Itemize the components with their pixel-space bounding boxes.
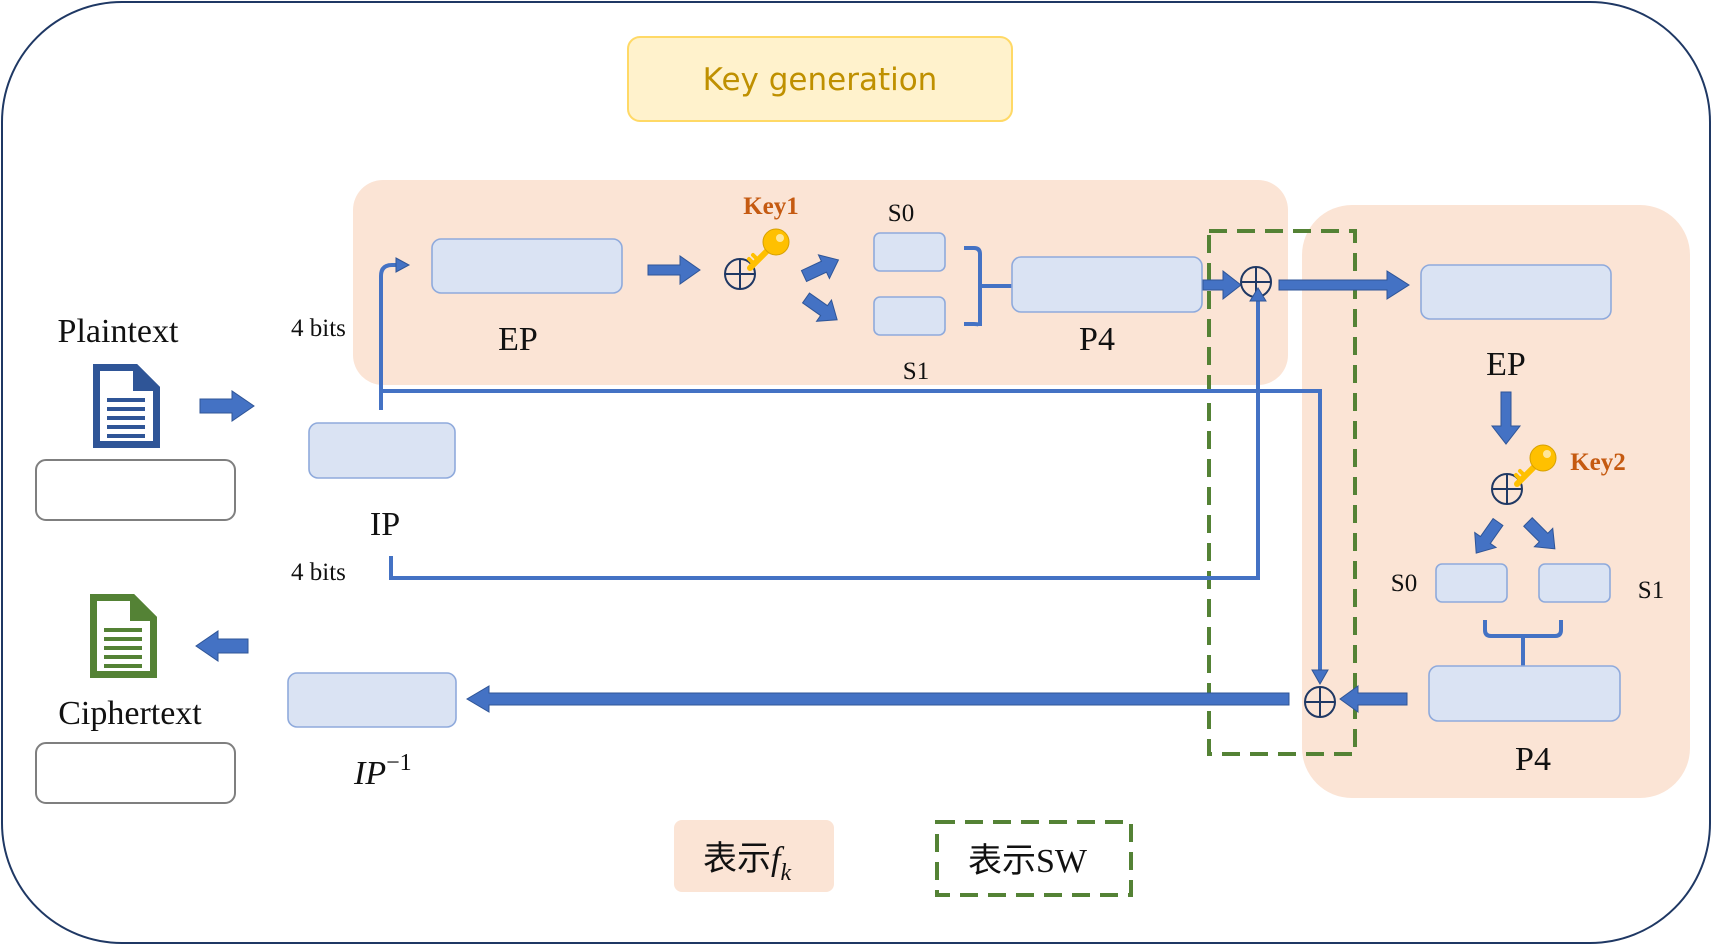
ip-bottom-half-to-xor2-path bbox=[389, 297, 1260, 580]
xor2-input-arrowhead bbox=[1249, 287, 1267, 302]
xor-icon bbox=[1304, 686, 1336, 718]
ep-box-round1[interactable] bbox=[431, 238, 623, 294]
s1-box-round2[interactable] bbox=[1538, 563, 1611, 603]
s1-label-round1: S1 bbox=[903, 358, 929, 385]
xor-icon bbox=[1491, 473, 1523, 505]
arrow-p4-to-xor4 bbox=[1339, 685, 1408, 713]
bits-top-label: 4 bits bbox=[291, 315, 346, 342]
ep-box-round2[interactable] bbox=[1420, 264, 1612, 320]
key-generation-box[interactable]: Key generation bbox=[627, 36, 1013, 122]
p4-box-round1[interactable] bbox=[1011, 256, 1203, 313]
bits-bottom-label: 4 bits bbox=[291, 559, 346, 586]
s0-box-round1[interactable] bbox=[873, 232, 946, 272]
fk-region-round2 bbox=[1302, 205, 1690, 798]
s-box-bracket-round1 bbox=[964, 246, 982, 327]
plaintext-arrow bbox=[199, 390, 255, 422]
arrow-xor3-to-s1 bbox=[1523, 517, 1556, 550]
s1-box-round1[interactable] bbox=[873, 296, 946, 336]
fk-region-round1 bbox=[353, 180, 1288, 385]
key1-label: Key1 bbox=[743, 193, 799, 220]
p4-label-round2: P4 bbox=[1515, 741, 1551, 778]
ip-inverse-box[interactable] bbox=[287, 672, 457, 728]
ip-box[interactable] bbox=[308, 422, 456, 479]
ciphertext-arrow bbox=[195, 630, 249, 662]
s1-label-round2: S1 bbox=[1638, 577, 1664, 604]
arrow-xor1-to-s1 bbox=[801, 292, 838, 322]
arrow-xor1-to-s0 bbox=[800, 254, 840, 283]
key-generation-label: Key generation bbox=[703, 62, 938, 98]
arrow-ep-to-xor1 bbox=[647, 255, 701, 285]
legend-sw-label: 表示SW bbox=[968, 842, 1088, 880]
arrow-p4-to-xor2 bbox=[1202, 269, 1242, 301]
arrow-to-ep-round2 bbox=[1278, 270, 1410, 300]
sw-region bbox=[1207, 229, 1357, 756]
ep-label-round2: EP bbox=[1486, 346, 1526, 383]
ip-label: IP bbox=[370, 506, 400, 543]
plaintext-input[interactable] bbox=[35, 459, 236, 521]
ip-right-half-arrowhead bbox=[1311, 669, 1329, 686]
arrow-xor3-to-s0 bbox=[1474, 517, 1504, 554]
s0-label-round1: S0 bbox=[888, 200, 914, 227]
p4-box-round2[interactable] bbox=[1428, 665, 1621, 722]
ip-right-half-to-round1-path bbox=[381, 389, 1322, 672]
document-icon bbox=[93, 364, 160, 448]
p4-label-round1: P4 bbox=[1079, 321, 1115, 358]
xor-icon bbox=[724, 258, 756, 290]
legend-sw: 表示SW bbox=[935, 820, 1133, 897]
s0-label-round2: S0 bbox=[1391, 570, 1417, 597]
key2-label: Key2 bbox=[1570, 449, 1626, 476]
s0-box-round2[interactable] bbox=[1435, 563, 1508, 603]
arrow-ep-to-xor3 bbox=[1490, 391, 1522, 445]
ciphertext-output[interactable] bbox=[35, 742, 236, 804]
ciphertext-label: Ciphertext bbox=[58, 695, 202, 732]
ip-left-half-path bbox=[379, 263, 398, 410]
ip-inverse-label: IP−1 bbox=[353, 750, 412, 792]
plaintext-label: Plaintext bbox=[58, 313, 179, 350]
ip-left-half-arrowhead bbox=[395, 257, 411, 273]
arrow-xor4-to-ip-inverse bbox=[466, 685, 1290, 713]
document-icon bbox=[90, 594, 157, 678]
legend-fk: 表示fk bbox=[674, 820, 834, 892]
ep-label-round1: EP bbox=[498, 321, 538, 358]
